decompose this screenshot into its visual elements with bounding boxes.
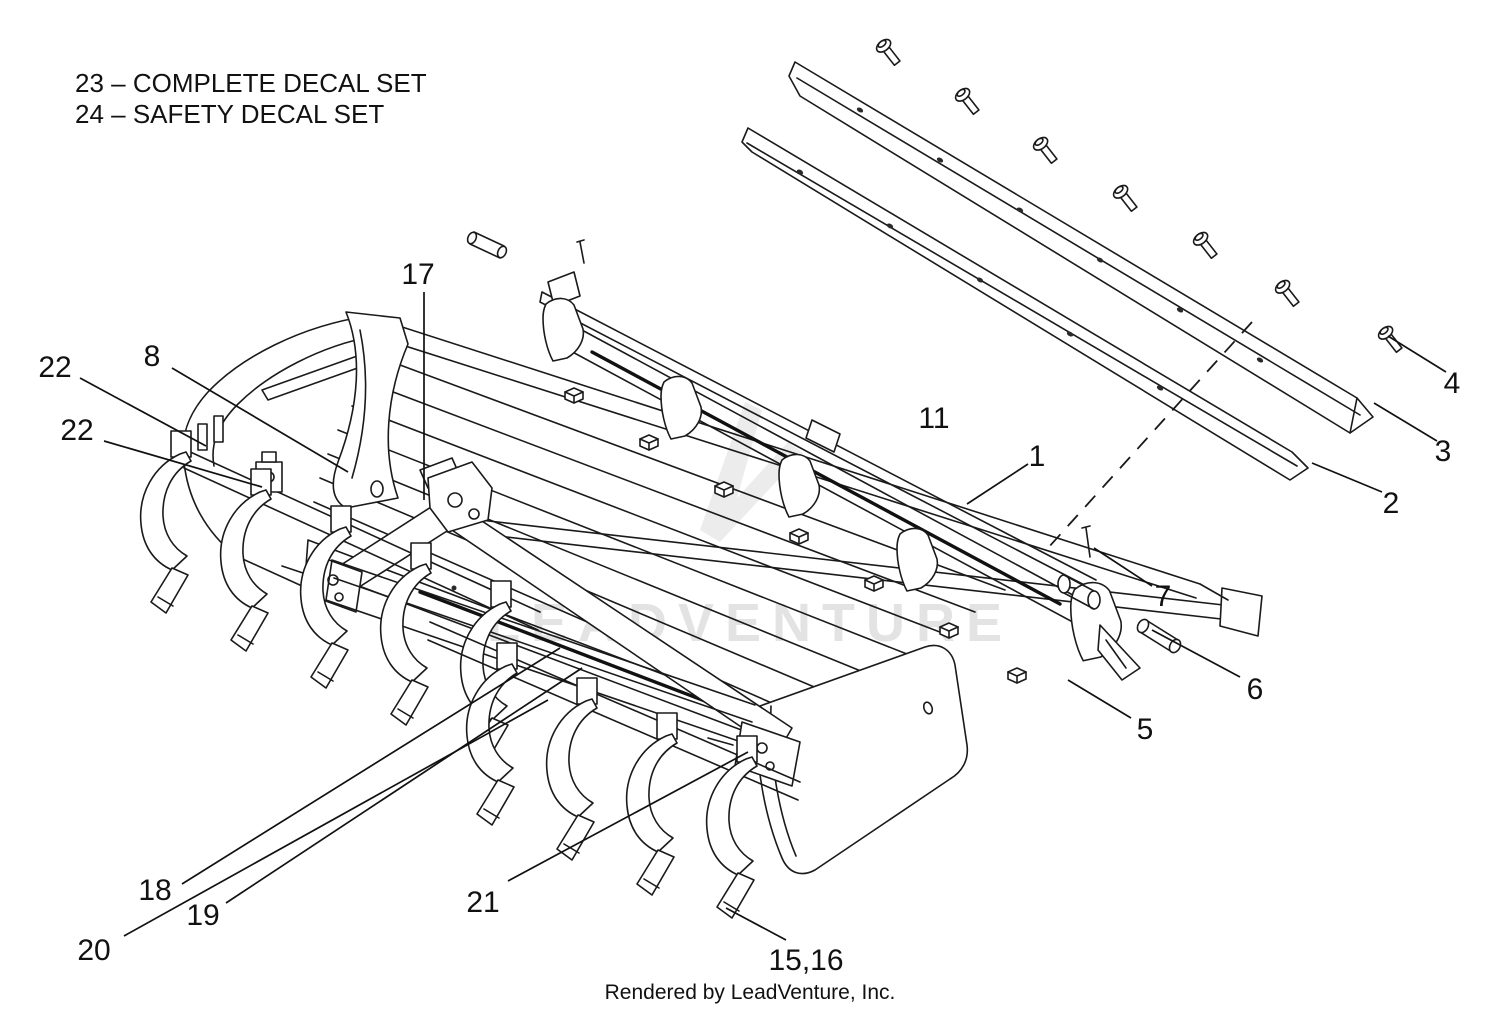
callout-18: 18 bbox=[138, 874, 172, 907]
callout-4: 4 bbox=[1443, 367, 1461, 400]
callout-2: 2 bbox=[1382, 487, 1400, 520]
note-complete-decal-set: 23 – COMPLETE DECAL SET bbox=[75, 68, 427, 98]
callout-11: 11 bbox=[918, 402, 950, 435]
plow-bolts bbox=[873, 36, 1407, 356]
callout-6: 6 bbox=[1246, 673, 1264, 706]
callout-15-16: 15,16 bbox=[768, 944, 844, 977]
callout-17: 17 bbox=[401, 258, 435, 291]
callout-1: 1 bbox=[1028, 440, 1046, 473]
callout-19: 19 bbox=[186, 899, 220, 932]
rendered-by-credit: Rendered by LeadVenture, Inc. bbox=[604, 981, 896, 1004]
callout-22b: 22 bbox=[60, 414, 94, 447]
moldboard-beam-assembly bbox=[540, 272, 1140, 680]
callout-7: 7 bbox=[1154, 580, 1172, 613]
watermark-logo bbox=[700, 402, 803, 542]
callout-3: 3 bbox=[1434, 435, 1452, 468]
callout-8: 8 bbox=[143, 340, 161, 373]
callout-5: 5 bbox=[1136, 713, 1154, 746]
callout-21: 21 bbox=[466, 886, 500, 919]
callout-22a: 22 bbox=[38, 351, 72, 384]
cutting-edge-upper bbox=[789, 62, 1373, 433]
cutting-edge-lower bbox=[742, 128, 1308, 480]
note-safety-decal-set: 24 – SAFETY DECAL SET bbox=[75, 99, 385, 129]
callout-20: 20 bbox=[77, 934, 111, 967]
front-box-beam bbox=[326, 560, 755, 745]
leader-lines bbox=[80, 292, 1446, 940]
small-hardware bbox=[466, 231, 1183, 655]
